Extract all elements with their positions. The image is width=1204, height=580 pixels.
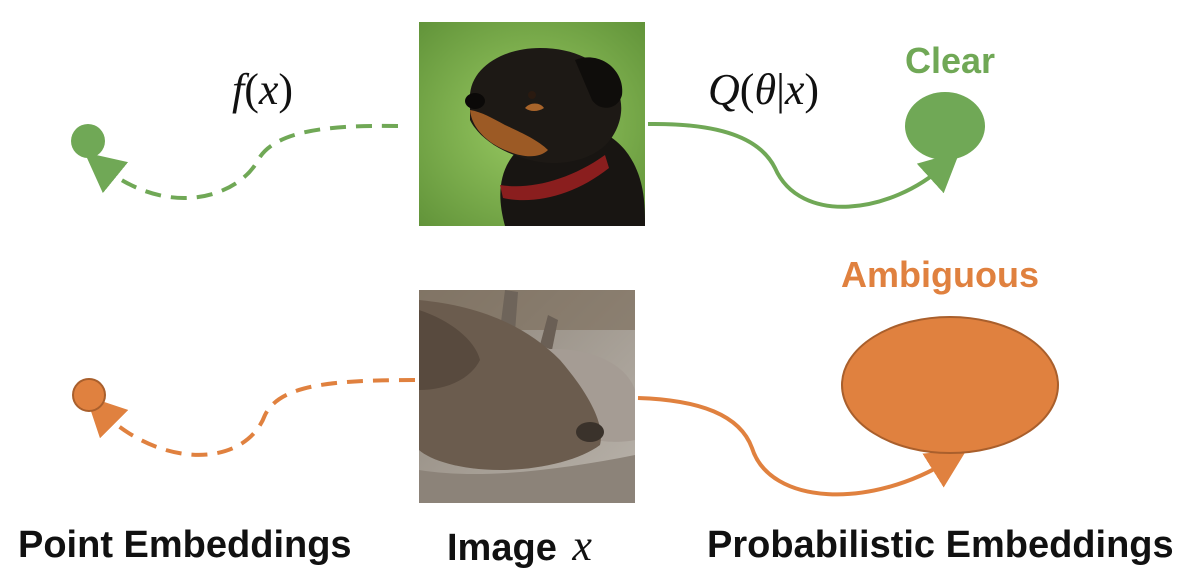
probabilistic-embeddings-caption: Probabilistic Embeddings (707, 524, 1174, 566)
point-embedding-ambiguous (72, 378, 106, 412)
clear-label: Clear (905, 40, 996, 81)
formula-theta: θ (754, 65, 777, 114)
probabilistic-embedding-ambiguous (841, 316, 1059, 454)
donkey-photo-icon (419, 290, 635, 503)
point-embedding-clear (71, 124, 105, 158)
image-caption-text: Image (447, 527, 557, 569)
formula-bar: | (776, 65, 785, 114)
paren-open: ( (244, 65, 259, 114)
point-embedding-arrow-clear (84, 123, 399, 200)
paren-open: ( (739, 65, 755, 114)
point-embedding-function: f(x) (232, 60, 293, 120)
ambiguous-label: Ambiguous (841, 254, 1039, 295)
probabilistic-embedding-clear (905, 92, 985, 160)
formula-f: f (232, 65, 245, 114)
probabilistic-arrow-clear (647, 121, 960, 209)
formula-x: x (258, 65, 279, 114)
paren-close: ) (278, 65, 294, 114)
point-embedding-arrow-ambiguous (85, 378, 416, 457)
formula-x: x (784, 65, 805, 114)
image-caption: Image x (447, 520, 592, 571)
probabilistic-embedding-function: Q(θ|x) (708, 60, 819, 120)
dog-photo-icon (419, 22, 645, 226)
probabilistic-arrow-ambiguous (637, 396, 967, 497)
paren-close: ) (804, 65, 820, 114)
formula-q: Q (708, 65, 740, 114)
image-caption-var: x (572, 521, 592, 570)
point-embeddings-caption: Point Embeddings (18, 524, 352, 566)
